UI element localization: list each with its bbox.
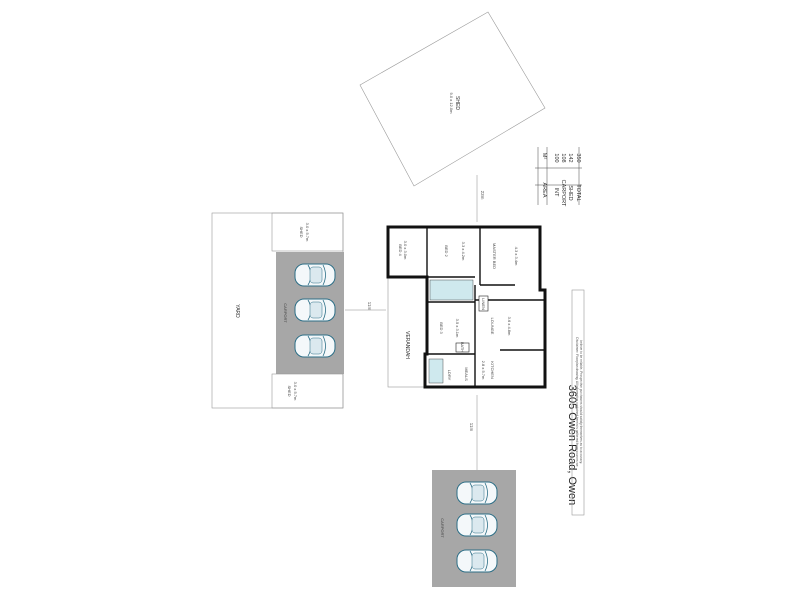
- car-icon: [456, 549, 498, 573]
- laundry-tiles: [428, 358, 444, 384]
- room-name: KITCHEN: [490, 361, 495, 379]
- room-dims: 3.0 x 3.0m: [403, 241, 408, 260]
- room-bed4: BED 4 3.0 x 3.0m: [398, 241, 408, 260]
- title-block: 3605 Owen Road, Owen Disclaimer: Floorpl…: [566, 289, 585, 516]
- dimension-bottom: 11m: [469, 395, 478, 470]
- shed-left-bottom: SHED 3.0 x 5.7m: [271, 373, 344, 409]
- carport-left: CARPORT: [276, 252, 344, 374]
- room-name: BATH: [460, 342, 465, 352]
- area-row-label: INT: [553, 188, 559, 198]
- dimension-bottom-label: 11m: [469, 423, 474, 432]
- area-row-label: TOTAL: [575, 184, 581, 201]
- room-name: LOUNGE: [490, 318, 495, 335]
- room-name: LINEN: [481, 298, 486, 310]
- car-icon: [294, 298, 336, 322]
- room-name: MASTER BED: [492, 243, 497, 269]
- room-dims: 4.3 x 3.4m: [514, 247, 519, 266]
- carport-bottom-label: CARPORT: [440, 518, 445, 538]
- dimension-top: 23m: [476, 175, 485, 222]
- area-row-value: 108: [560, 153, 566, 162]
- bath-tiles: [429, 279, 474, 301]
- room-kitchen: KITCHEN: [490, 361, 495, 379]
- disclaimer-line: believe to be reliable. Prospective purc…: [579, 340, 583, 464]
- area-row-value: 142: [567, 153, 573, 162]
- shed-top-dims: 9.0 x 12.0m: [449, 93, 454, 115]
- dimension-left-label: 11m: [367, 302, 372, 311]
- room-name: BED 3: [439, 322, 444, 334]
- dimension-left: 11m: [345, 302, 386, 311]
- car-icon: [456, 513, 498, 537]
- shed-left-bottom-dims: 3.0 x 5.7m: [293, 382, 298, 401]
- shed-left-top-dims: 3.0 x 5.7m: [305, 223, 310, 242]
- room-dims: 3.5 x 3.1m: [455, 319, 460, 338]
- car-icon: [294, 334, 336, 358]
- area-row-value: 100: [553, 153, 559, 162]
- shed-left-top-label: SHED: [299, 226, 304, 237]
- area-row-label: SHED: [567, 185, 573, 200]
- shed-left-bottom-label: SHED: [287, 385, 292, 396]
- area-row-label: CARPORT: [560, 180, 566, 207]
- area-header-label: AREA: [541, 183, 547, 198]
- car-icon: [456, 481, 498, 505]
- carport-left-label: CARPORT: [283, 303, 288, 323]
- room-dims: 2.8 x 5.7m: [481, 361, 486, 380]
- dimension-top-label: 23m: [480, 191, 485, 200]
- room-name: BED 2: [444, 245, 449, 257]
- disclaimer-line: Disclaimer: Floorplan drawing. All infor…: [575, 337, 579, 466]
- verandah-label: VERANDAH: [404, 331, 410, 359]
- room-dims: 3.3 x 4.2m: [461, 242, 466, 261]
- room-bed2: BED 2 3.3 x 4.2m: [444, 242, 466, 261]
- house: VERANDAH BED 4 3.0 x 3.0m BED 2: [386, 225, 547, 389]
- room-linen: LINEN: [478, 295, 489, 312]
- shed-left-top: SHED 3.0 x 5.7m: [271, 212, 344, 252]
- shed-top: SHED 9.0 x 12.0m: [359, 11, 546, 187]
- room-name: MEALS: [464, 367, 469, 381]
- area-table: AREA M² INT 100 CARPORT 108 SHED 142 TOT…: [535, 147, 582, 207]
- yard-label: YARD: [234, 304, 240, 318]
- room-laundry: LDRY: [447, 370, 452, 381]
- room-meals: MEALS 2.8 x 5.7m: [464, 361, 486, 381]
- room-bed3: BED 3 3.5 x 3.1m: [439, 319, 460, 338]
- car-icon: [294, 263, 336, 287]
- room-lounge: LOUNGE 3.6 x 4.8m: [490, 317, 512, 336]
- room-name: LDRY: [447, 370, 452, 381]
- carport-bottom: CARPORT: [432, 470, 516, 587]
- area-header-unit: M²: [541, 153, 547, 160]
- area-row-value: 350: [575, 153, 581, 162]
- shed-top-label: SHED: [454, 96, 460, 110]
- room-dims: 3.6 x 4.8m: [507, 317, 512, 336]
- room-master: MASTER BED 4.3 x 3.4m: [492, 243, 519, 269]
- room-bath: BATH: [455, 342, 470, 353]
- room-name: BED 4: [398, 244, 403, 256]
